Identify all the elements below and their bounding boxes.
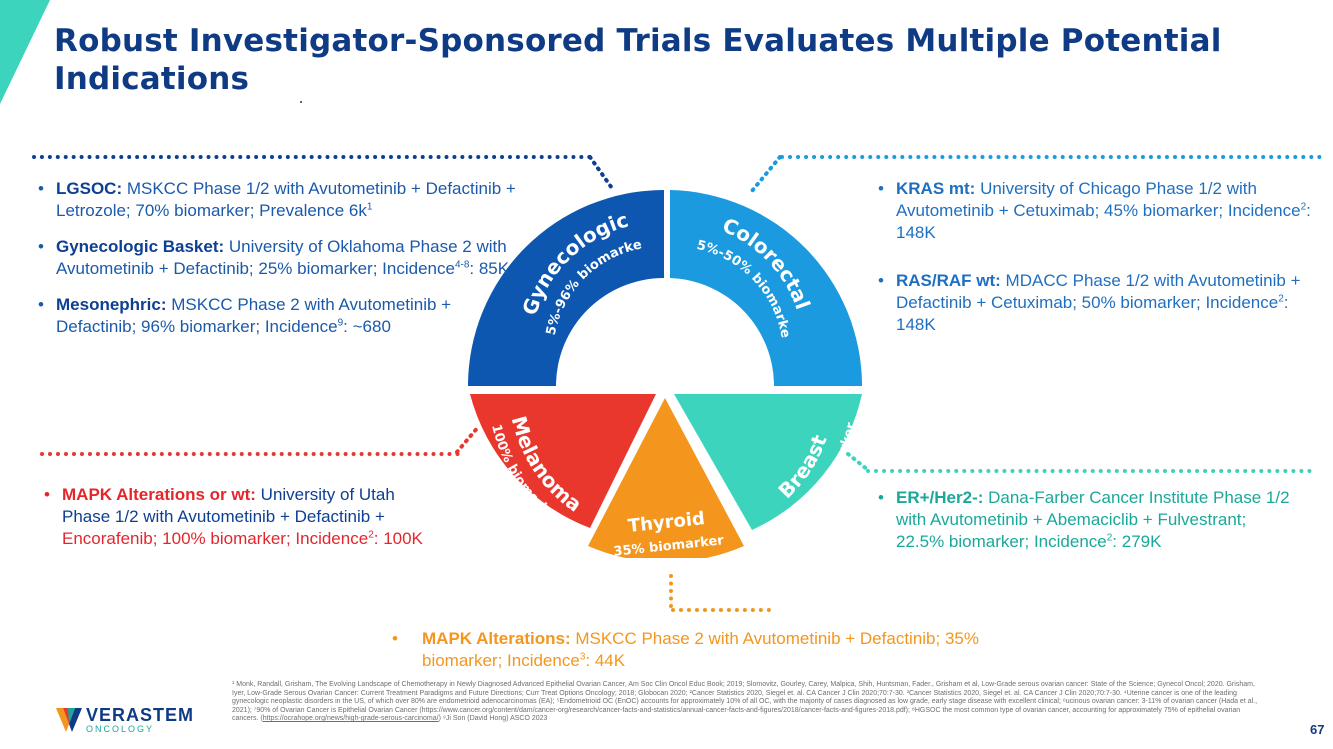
trial-ref: 2 [1300, 201, 1307, 213]
thyroid-trials-panel: MAPK Alterations: MSKCC Phase 2 with Avu… [392, 628, 992, 672]
trial-tail: : 85K [469, 259, 510, 278]
connector-thyroid [671, 608, 771, 612]
connector-gynecologic-diag [588, 155, 616, 193]
trial-gynecologic-basket: Gynecologic Basket: University of Oklaho… [38, 236, 528, 280]
trial-ref: 2 [368, 529, 374, 541]
trial-ref: 9 [337, 317, 344, 329]
page-title: Robust Investigator-Sponsored Trials Eva… [54, 23, 1222, 97]
trial-lead: KRAS mt: [896, 179, 976, 198]
trial-tail: : 148K [896, 201, 1311, 242]
trial-tail: : ~680 [343, 317, 391, 336]
trial-lead: Gynecologic Basket: [56, 237, 225, 256]
accent-triangle [0, 0, 50, 104]
trial-text: Dana-Farber Cancer Institute Phase 1/2 w… [896, 488, 1290, 551]
trial-melanoma: MAPK Alterations or wt: University of Ut… [44, 484, 439, 550]
trial-text: University of Chicago Phase 1/2 with Avu… [896, 179, 1301, 220]
trial-tail: : 100K [373, 529, 423, 548]
trial-ref: 4-8 [454, 259, 470, 271]
melanoma-segment [470, 394, 656, 528]
trial-ref: 3 [579, 651, 586, 663]
trial-lead: LGSOC: [56, 179, 123, 198]
footnote-references: ¹ Monk, Randall, Grisham, The Evolving L… [232, 681, 1262, 724]
trial-lgsoc: LGSOC: MSKCC Phase 1/2 with Avutometinib… [38, 178, 528, 222]
trial-lead: MAPK Alterations: [422, 629, 571, 648]
footnote-link[interactable]: https://ocrahope.org/news/high-grade-ser… [262, 715, 439, 723]
connector-gynecologic [32, 155, 592, 159]
connector-melanoma [40, 452, 460, 456]
trial-text: University of Utah Phase 1/2 with Avutom… [62, 485, 395, 526]
footnote-text-end: ) ⁹Ji Son (David Hong) ASCO 2023 [438, 715, 548, 723]
colorectal-segment [670, 190, 862, 386]
footnote-text: ¹ Monk, Randall, Grisham, The Evolving L… [232, 681, 1258, 723]
connector-colorectal [780, 155, 1322, 159]
trial-text: MSKCC Phase 1/2 with Avutometinib + Defa… [56, 179, 516, 220]
trial-kras: KRAS mt: University of Chicago Phase 1/2… [878, 178, 1323, 244]
trial-text: MDACC Phase 1/2 with Avutometinib + Defa… [896, 271, 1301, 312]
trial-lead: RAS/RAF wt: [896, 271, 1001, 290]
trial-text: University of Oklahoma Phase 2 with Avut… [56, 237, 507, 278]
melanoma-trials-panel: MAPK Alterations or wt: University of Ut… [44, 484, 439, 550]
logo-name: VERASTEM [86, 705, 195, 725]
trial-ref: 2 [1278, 293, 1284, 305]
trial-lead: ER+/Her2-: [896, 488, 984, 507]
trial-lead: Mesonephric: [56, 295, 167, 314]
logo-subtitle: ONCOLOGY [86, 724, 155, 734]
colorectal-trials-panel: KRAS mt: University of Chicago Phase 1/2… [878, 178, 1323, 336]
gynecologic-trials-panel: LGSOC: MSKCC Phase 1/2 with Avutometinib… [38, 178, 528, 338]
trial-ras-raf: RAS/RAF wt: MDACC Phase 1/2 with Avutome… [878, 270, 1323, 336]
trial-thyroid: MAPK Alterations: MSKCC Phase 2 with Avu… [392, 628, 992, 672]
trial-tail: : 148K [896, 293, 1289, 334]
trial-text-highlight: Encorafenib; 100% biomarker; Incidence [62, 529, 369, 548]
trial-tail: : 44K [585, 651, 626, 670]
trial-lead: MAPK Alterations or wt: [62, 485, 256, 504]
logo-mark-icon [56, 708, 82, 732]
trial-tail: : 279K [1112, 532, 1162, 551]
breast-trials-panel: ER+/Her2-: Dana-Farber Cancer Institute … [878, 487, 1298, 553]
trial-text: MSKCC Phase 2 with Avutometinib + Defact… [422, 629, 979, 670]
trial-text: MSKCC Phase 2 with Avutometinib + Defact… [56, 295, 452, 336]
trial-ref: 2 [1106, 532, 1113, 544]
breast-segment [674, 394, 862, 530]
trial-breast: ER+/Her2-: Dana-Farber Cancer Institute … [878, 487, 1298, 553]
connector-melanoma-diag [455, 424, 481, 454]
stray-dot [300, 101, 302, 103]
trial-mesonephric: Mesonephric: MSKCC Phase 2 with Avutomet… [38, 294, 528, 338]
connector-thyroid-vertical [669, 574, 673, 608]
thyroid-segment [588, 398, 744, 558]
connector-breast-diag [846, 452, 870, 472]
verastem-logo: VERASTEM ONCOLOGY [56, 706, 194, 734]
trial-ref: 1 [366, 201, 373, 213]
connector-breast [866, 469, 1312, 473]
page-number: 67 [1310, 722, 1325, 737]
connector-colorectal-diag [750, 155, 782, 193]
